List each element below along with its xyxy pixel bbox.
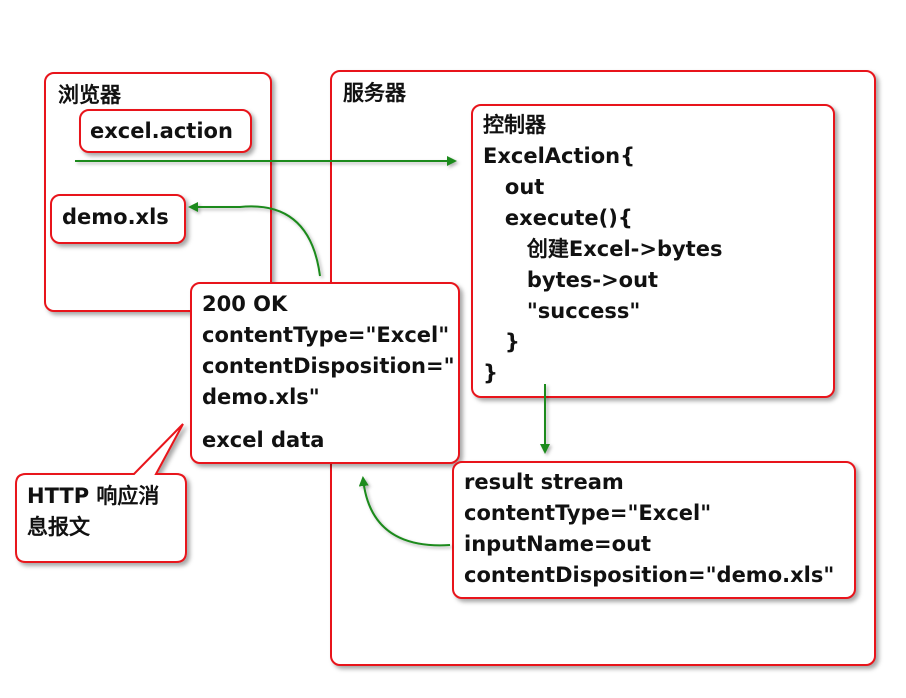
response-line: contentDisposition=" <box>202 354 455 378</box>
controller-line: out <box>483 175 545 199</box>
response-line: contentType="Excel" <box>202 323 450 347</box>
response-to-file-arrow <box>188 202 321 277</box>
file-label: demo.xls <box>62 205 169 229</box>
result-to-response-arrow <box>358 476 451 547</box>
result-line: result stream <box>464 470 624 494</box>
result-line: contentDisposition="demo.xls" <box>464 563 835 587</box>
controller-box <box>471 104 835 398</box>
controller-line: execute(){ <box>483 206 633 230</box>
result-box <box>452 461 856 599</box>
callout-line: 息报文 <box>27 515 90 539</box>
request-label: excel.action <box>90 119 233 143</box>
controller-line: } <box>483 330 520 354</box>
server-title: 服务器 <box>343 81 406 105</box>
browser-title: 浏览器 <box>58 83 121 107</box>
result-line: inputName=out <box>464 532 652 556</box>
controller-line: 创建Excel->bytes <box>483 237 723 261</box>
callout-line: HTTP 响应消 <box>27 484 160 508</box>
request-box <box>79 109 252 153</box>
response-line: 200 OK <box>202 292 288 316</box>
result-line: contentType="Excel" <box>464 501 712 525</box>
controller-line: } <box>483 361 498 385</box>
controller-line: ExcelAction{ <box>483 144 636 168</box>
response-line: demo.xls" <box>202 385 320 409</box>
controller-line: bytes->out <box>483 268 659 292</box>
controller-line: 控制器 <box>483 113 546 137</box>
response-data: excel data <box>202 428 325 452</box>
response-box <box>190 282 460 464</box>
controller-line: "success" <box>483 299 641 323</box>
file-box <box>50 194 186 244</box>
